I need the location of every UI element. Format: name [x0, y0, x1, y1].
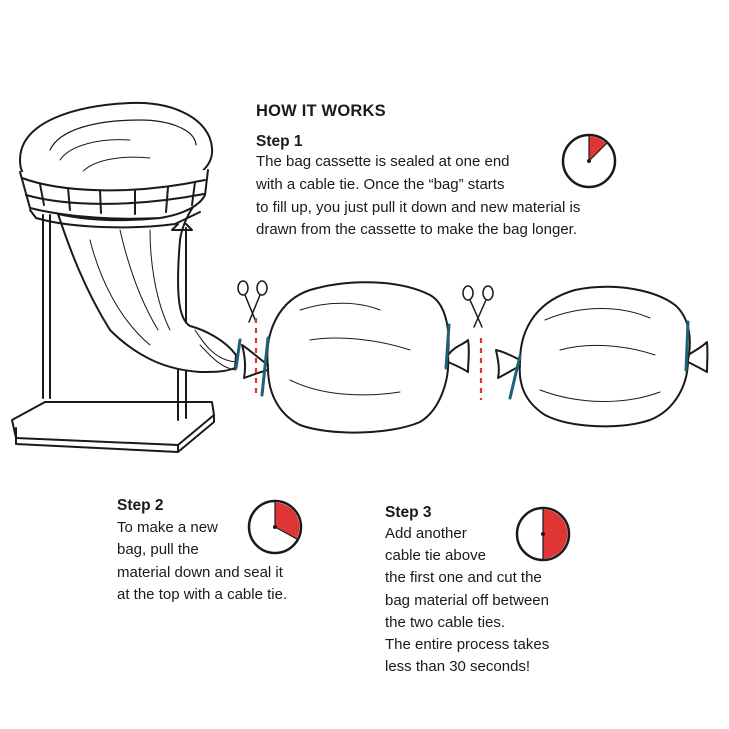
step1-line: to fill up, you just pull it down and ne…	[256, 199, 581, 216]
timer-icon	[515, 506, 571, 562]
step2-line: material down and seal it	[117, 564, 283, 581]
step3-line: bag material off between	[385, 592, 549, 609]
scissors-icon	[462, 285, 494, 328]
cable-tie	[684, 320, 690, 372]
step1-line: The bag cassette is sealed at one end	[256, 153, 510, 170]
step1-title: Step 1	[256, 133, 303, 150]
scissors-icon	[237, 280, 268, 323]
timer-icon	[247, 499, 303, 555]
timer-icon	[561, 133, 617, 189]
stand-base	[11, 401, 215, 453]
cable-tie	[260, 336, 270, 397]
step2-line: To make a new	[117, 519, 218, 536]
cable-tie	[508, 354, 522, 400]
step1-line: drawn from the cassette to make the bag …	[256, 221, 578, 238]
step3-line: less than 30 seconds!	[385, 658, 531, 675]
cable-tie	[444, 323, 451, 370]
step2-title: Step 2	[117, 497, 164, 514]
step3-title: Step 3	[385, 504, 432, 521]
step3-line: cable tie above	[385, 547, 486, 564]
step3-line: The entire process takes	[385, 636, 550, 653]
step3-line: the two cable ties.	[385, 614, 506, 631]
timer-fill	[543, 509, 568, 559]
step1-line: with a cable tie. Once the “bag” starts	[256, 176, 505, 193]
sealed-bag-2	[495, 285, 709, 428]
step3-line: the first one and cut the	[385, 569, 542, 586]
bin-hoop	[19, 101, 214, 231]
step2-line: at the top with a cable tie.	[117, 586, 288, 603]
cable-tie	[234, 338, 242, 370]
heading: HOW IT WORKS	[256, 102, 386, 120]
timer-fill	[589, 136, 607, 161]
sealed-bag-1	[241, 281, 470, 434]
step3-line: Add another	[385, 525, 467, 542]
step2-line: bag, pull the	[117, 541, 199, 558]
